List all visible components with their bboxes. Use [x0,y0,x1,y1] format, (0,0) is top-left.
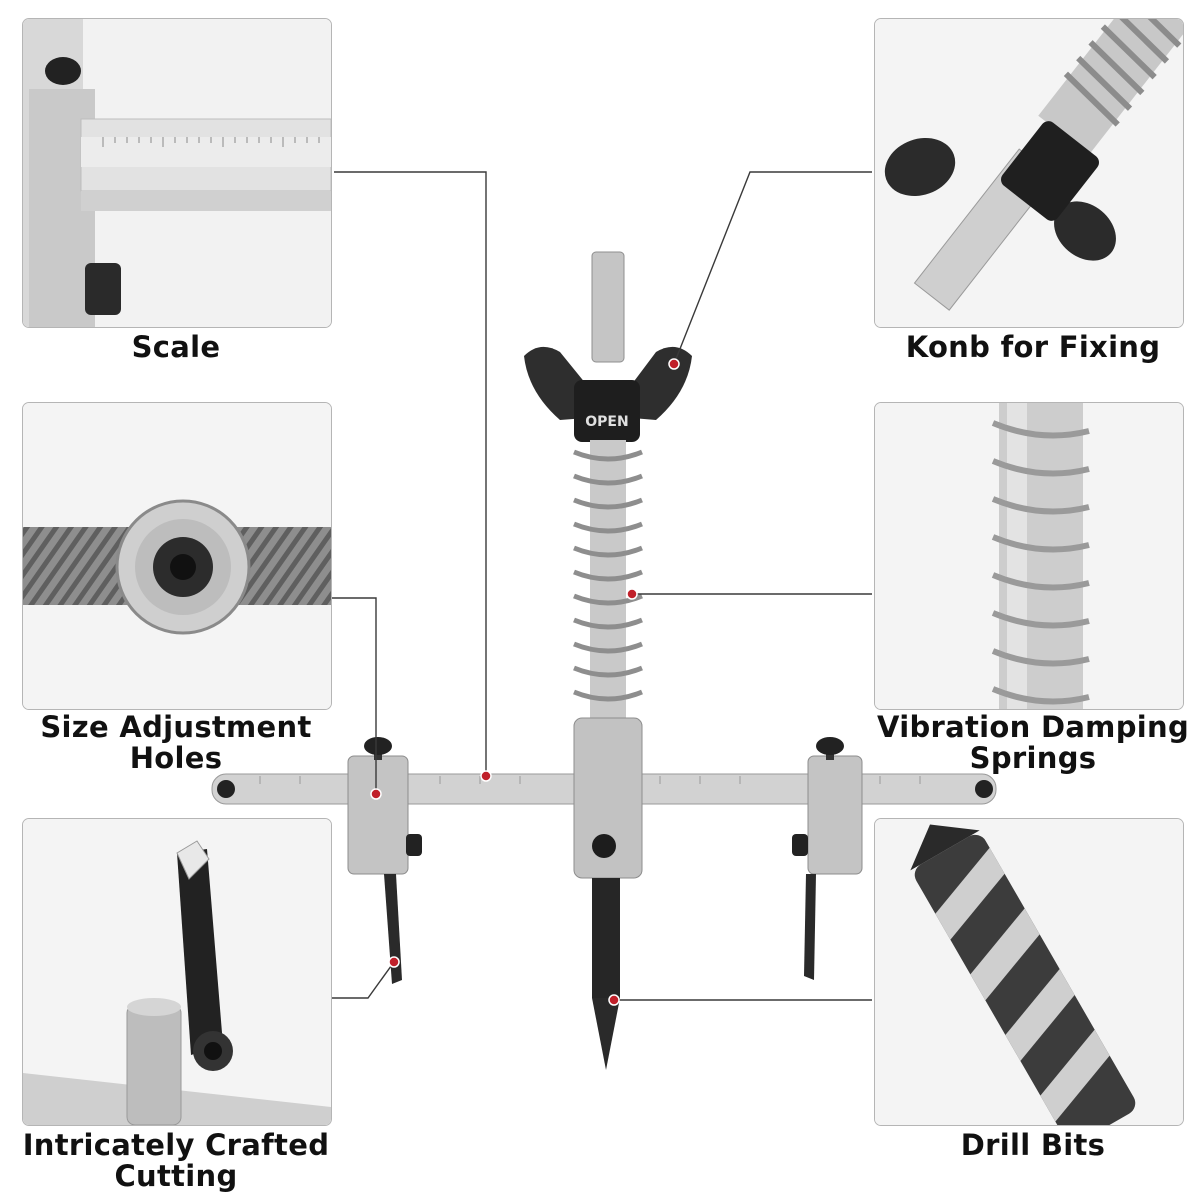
cutting-caption-line-2: Cutting [114,1159,238,1193]
adjustment-holes-caption-line-1: Size Adjustment [40,710,312,744]
scale-closeup-photo [22,18,332,328]
springs-caption-line-1: Vibration Damping [876,710,1190,744]
knob-open-label: OPEN [585,414,628,430]
drill-bit-closeup-photo [874,818,1184,1126]
springs-caption-line-2: Springs [969,741,1097,775]
scale-caption: Scale [131,330,221,364]
drill-caption: Drill Bits [960,1128,1106,1162]
knob-caption: Konb for Fixing [905,330,1161,364]
spring-coils [573,449,643,702]
cutting-caption-line-1: Intricately Crafted [22,1128,330,1162]
adjustment-holes-closeup-photo [22,402,332,710]
fixing-knob-closeup-photo [874,18,1184,328]
damping-springs-closeup-photo [874,402,1184,710]
adjustment-holes-caption: Size Adjustment Holes [22,712,330,774]
cutting-caption: Intricately Crafted Cutting [22,1130,330,1192]
adjustment-holes-caption-line-2: Holes [129,741,223,775]
springs-caption: Vibration Damping Springs [872,712,1194,774]
cutting-blade-closeup-photo [22,818,332,1126]
